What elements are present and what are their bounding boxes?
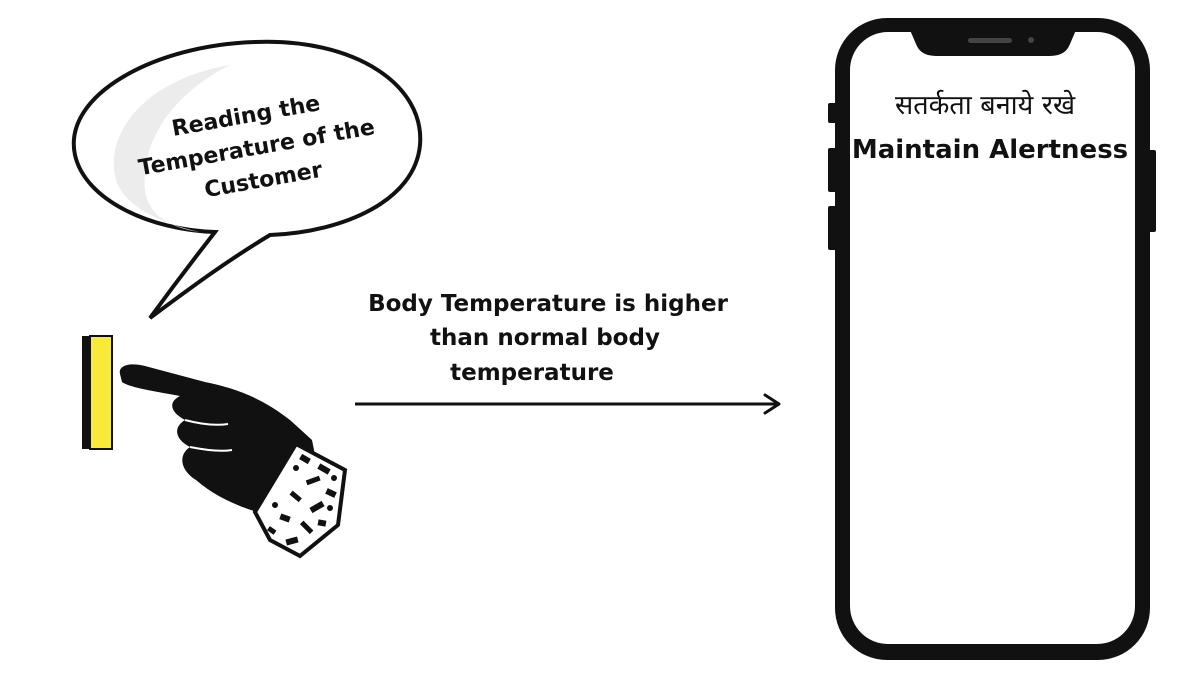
knuckle-line-1: [189, 446, 233, 452]
knuckle-line-2: [184, 419, 229, 426]
phone-mute-switch: [828, 103, 837, 123]
arrow-label-line-1: Body Temperature is higher: [368, 291, 729, 317]
smartphone-icon: सतर्कता बनाये रखे Maintain Alertness: [828, 18, 1156, 660]
arrow-right-icon: [355, 393, 781, 415]
temperature-sensor: [82, 335, 113, 450]
phone-speaker: [968, 38, 1012, 43]
alert-text-english: Maintain Alertness: [852, 135, 1128, 165]
arrow-label-line-2: than normal body: [430, 325, 660, 351]
arrow-label-line-3: temperature: [450, 360, 614, 386]
alert-text-hindi: सतर्कता बनाये रखे: [895, 89, 1076, 121]
cuff-pattern: [267, 453, 337, 546]
pointing-hand-icon: [119, 364, 348, 559]
phone-volume-down: [828, 206, 837, 250]
phone-camera: [1028, 37, 1034, 43]
hand-shape: [119, 364, 318, 520]
phone-volume-up: [828, 148, 837, 192]
speech-bubble: Reading the Temperature of the Customer: [71, 39, 423, 320]
sensor-face: [89, 335, 113, 450]
sensor-edge: [82, 336, 90, 449]
arrow-label: Body Temperature is higher than normal b…: [368, 291, 729, 386]
speech-bubble-shade: [113, 65, 230, 232]
phone-screen: [850, 32, 1135, 644]
